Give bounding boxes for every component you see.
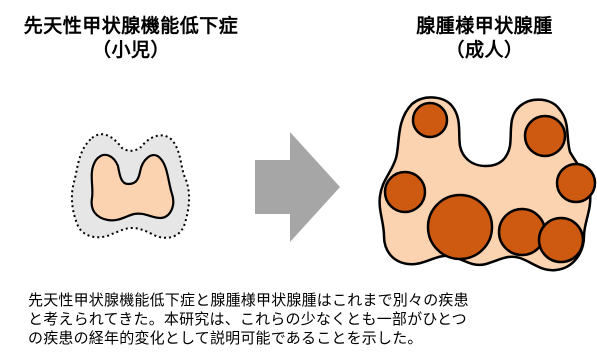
- left-panel-title: 先天性甲状腺機能低下症 （小児）: [0, 14, 262, 62]
- nodule: [555, 162, 597, 204]
- nodule: [411, 101, 449, 139]
- left-title-line1: 先天性甲状腺機能低下症: [23, 15, 239, 37]
- small-thyroid-group: [70, 133, 191, 239]
- nodule: [537, 216, 585, 264]
- caption: 先天性甲状腺機能低下症と腺腫様甲状腺腫はこれまで別々の疾患 と考えられてきた。本…: [28, 291, 588, 348]
- caption-line: と考えられてきた。本研究は、これらの少なくとも一部がひとつ: [28, 310, 467, 328]
- right-panel-title: 腺腫様甲状腺腫 （成人）: [372, 14, 597, 62]
- caption-line: の疾患の経年的変化として説明可能であることを示した。: [28, 329, 423, 347]
- caption-line: 先天性甲状腺機能低下症と腺腫様甲状腺腫はこれまで別々の疾患: [28, 291, 469, 309]
- right-title-line1: 腺腫様甲状腺腫: [416, 15, 553, 37]
- nodule: [523, 114, 567, 158]
- goiter-group: [378, 96, 597, 272]
- left-title-line2: （小児）: [91, 39, 170, 61]
- nodule: [497, 207, 547, 257]
- progression-arrow: [255, 132, 340, 242]
- small-thyroid-gland: [90, 153, 175, 222]
- right-title-line2: （成人）: [445, 39, 524, 61]
- nodule: [426, 193, 494, 261]
- nodule: [383, 170, 427, 214]
